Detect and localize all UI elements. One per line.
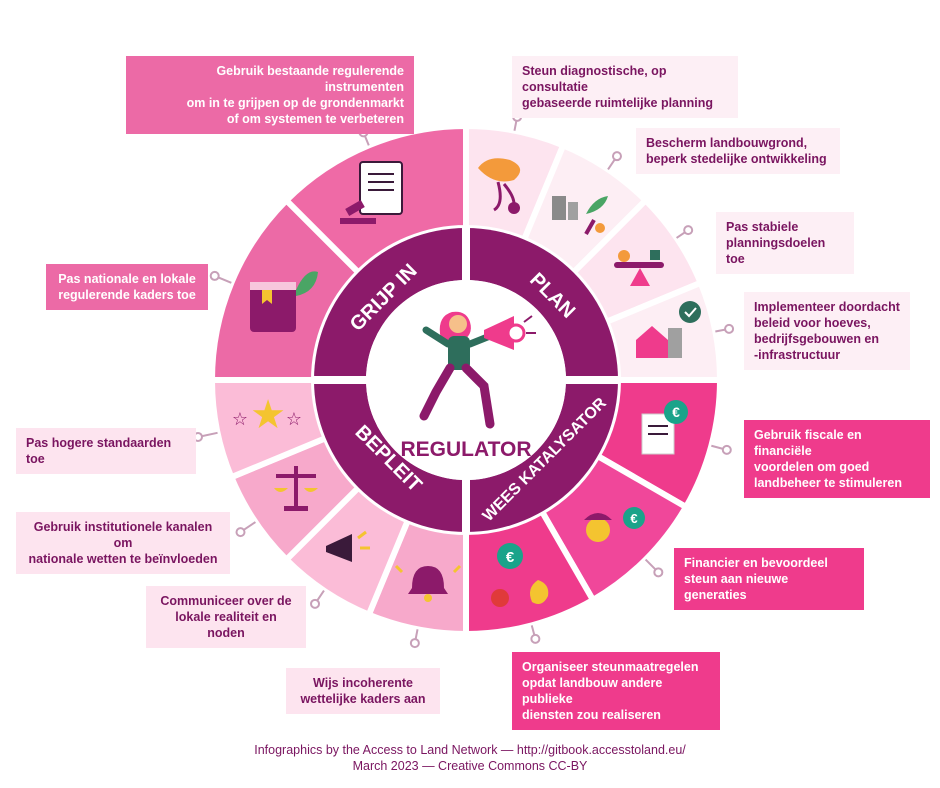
svg-text:★: ★ <box>250 392 286 438</box>
regulator-figure-icon <box>419 311 536 429</box>
young-farmer-euro-icon: € <box>584 507 645 542</box>
svg-text:€: € <box>630 511 637 526</box>
document-gavel-icon <box>340 161 403 224</box>
label-grijp-in-2: Pas nationale en lokale regulerende kade… <box>46 264 208 310</box>
footer-line-1: Infographics by the Access to Land Netwo… <box>254 743 686 757</box>
label-katalysator-2: Financier en bevoordeel steun aan nieuwe… <box>674 548 864 610</box>
footer-credits: Infographics by the Access to Land Netwo… <box>0 742 940 774</box>
connector-bep-4-dot <box>409 638 420 649</box>
stethoscope-icon <box>478 158 521 214</box>
label-plan-1: Steun diagnostische, op consultatie geba… <box>512 56 738 118</box>
label-plan-4: Implementeer doordacht beleid voor hoeve… <box>744 292 910 370</box>
euro-receipt-icon: € <box>641 400 688 455</box>
label-katalysator-3: Organiseer steunmaatregelen opdat landbo… <box>512 652 720 730</box>
megaphone-icon <box>326 530 370 562</box>
label-bepleit-3: Communiceer over de lokale realiteit en … <box>146 586 306 648</box>
city-plant-icon <box>552 196 608 235</box>
svg-text:€: € <box>506 549 515 566</box>
connector-grijp-in-2-dot <box>209 270 220 281</box>
connector-kat-3-dot <box>530 633 541 644</box>
label-katalysator-1: Gebruik fiscale en financiële voordelen … <box>744 420 930 498</box>
label-plan-2: Bescherm landbouwgrond, beperk stedelijk… <box>636 128 840 174</box>
balance-scale-icon <box>614 250 664 286</box>
stars-icon: ☆ ★ ☆ <box>232 392 302 438</box>
footer-line-2: March 2023 — Creative Commons CC-BY <box>352 759 588 773</box>
connector-plan-4-dot <box>724 323 735 334</box>
connector-bep-3-dot <box>310 598 321 609</box>
fruit-euro-icon: € <box>491 543 549 607</box>
connector-plan-2-dot <box>611 151 622 162</box>
justice-scale-icon <box>274 466 318 511</box>
label-bepleit-1: Pas hogere standaarden toe <box>16 428 196 474</box>
label-bepleit-4: Wijs incoherente wettelijke kaders aan <box>286 668 440 714</box>
svg-text:€: € <box>672 404 680 420</box>
connector-kat-1-dot <box>721 444 732 455</box>
connector-plan-3-dot <box>683 225 694 236</box>
label-bepleit-2: Gebruik institutionele kanalen om nation… <box>16 512 230 574</box>
svg-text:☆: ☆ <box>232 409 248 430</box>
connector-kat-2-dot <box>653 567 664 578</box>
bell-icon <box>394 564 462 602</box>
label-plan-3: Pas stabiele planningsdoelen toe <box>716 212 854 274</box>
book-leaf-icon <box>250 271 318 332</box>
farm-buildings-icon <box>636 301 701 358</box>
label-grijp-in-1: Gebruik bestaande regulerende instrument… <box>126 56 414 134</box>
svg-text:☆: ☆ <box>286 409 302 430</box>
center-title: REGULATOR <box>400 438 531 461</box>
connector-bep-2-dot <box>235 527 246 538</box>
